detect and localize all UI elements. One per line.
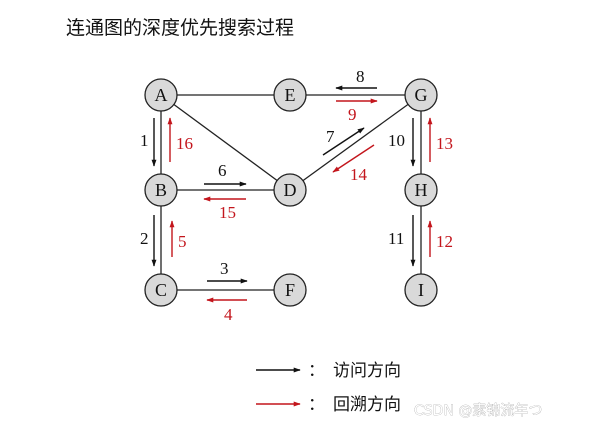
figure-title: 连通图的深度优先搜索过程	[66, 17, 295, 39]
node-c: C	[144, 273, 178, 307]
backtrack-step-4: 4	[224, 305, 233, 324]
node-label: C	[155, 280, 167, 300]
backtrack-step-12: 12	[436, 232, 453, 251]
node-i: I	[404, 273, 438, 307]
node-label: B	[155, 180, 167, 200]
backtrack-arrow-14	[332, 144, 375, 173]
node-label: H	[415, 180, 428, 200]
node-label: G	[415, 85, 428, 105]
node-a: A	[144, 78, 178, 112]
node-label: I	[418, 280, 424, 300]
node-label: E	[285, 85, 296, 105]
node-b: B	[144, 173, 178, 207]
visit-arrow-7	[322, 127, 365, 156]
backtrack-step-13: 13	[436, 134, 453, 153]
backtrack-step-9: 9	[348, 105, 357, 124]
visit-step-2: 2	[140, 229, 149, 248]
visit-step-3: 3	[220, 259, 229, 278]
visit-step-1: 1	[140, 131, 149, 150]
legend-backtrack-colon: ：	[308, 395, 325, 415]
node-d: D	[273, 173, 307, 207]
node-g: G	[404, 78, 438, 112]
legend-visit-colon: ：	[308, 361, 325, 381]
visit-step-8: 8	[356, 67, 365, 86]
node-label: F	[285, 280, 295, 300]
backtrack-step-14: 14	[350, 165, 368, 184]
visit-step-7: 7	[326, 127, 335, 146]
visit-step-6: 6	[218, 161, 227, 180]
edge-a-d	[160, 94, 291, 191]
backtrack-step-16: 16	[176, 134, 193, 153]
node-e: E	[273, 78, 307, 112]
legend-backtrack-label: 回溯方向	[333, 395, 401, 415]
csdn-watermark: CSDN @素锦流年つ	[414, 402, 542, 419]
legend-visit-label: 访问方向	[333, 361, 401, 381]
backtrack-step-15: 15	[219, 203, 236, 222]
visit-arrows: 1 2 3 6 7 8 10 11	[140, 67, 416, 284]
node-h: H	[404, 173, 438, 207]
visit-step-11: 11	[388, 229, 404, 248]
node-label: A	[155, 85, 168, 105]
visit-step-10: 10	[388, 131, 405, 150]
node-f: F	[273, 273, 307, 307]
backtrack-step-5: 5	[178, 232, 187, 251]
node-label: D	[284, 180, 297, 200]
backtrack-arrows: 4 5 9 12 13 14 15 16	[167, 98, 453, 324]
legend: ： 访问方向 ： 回溯方向	[256, 361, 401, 415]
edge-d-g	[289, 94, 422, 191]
